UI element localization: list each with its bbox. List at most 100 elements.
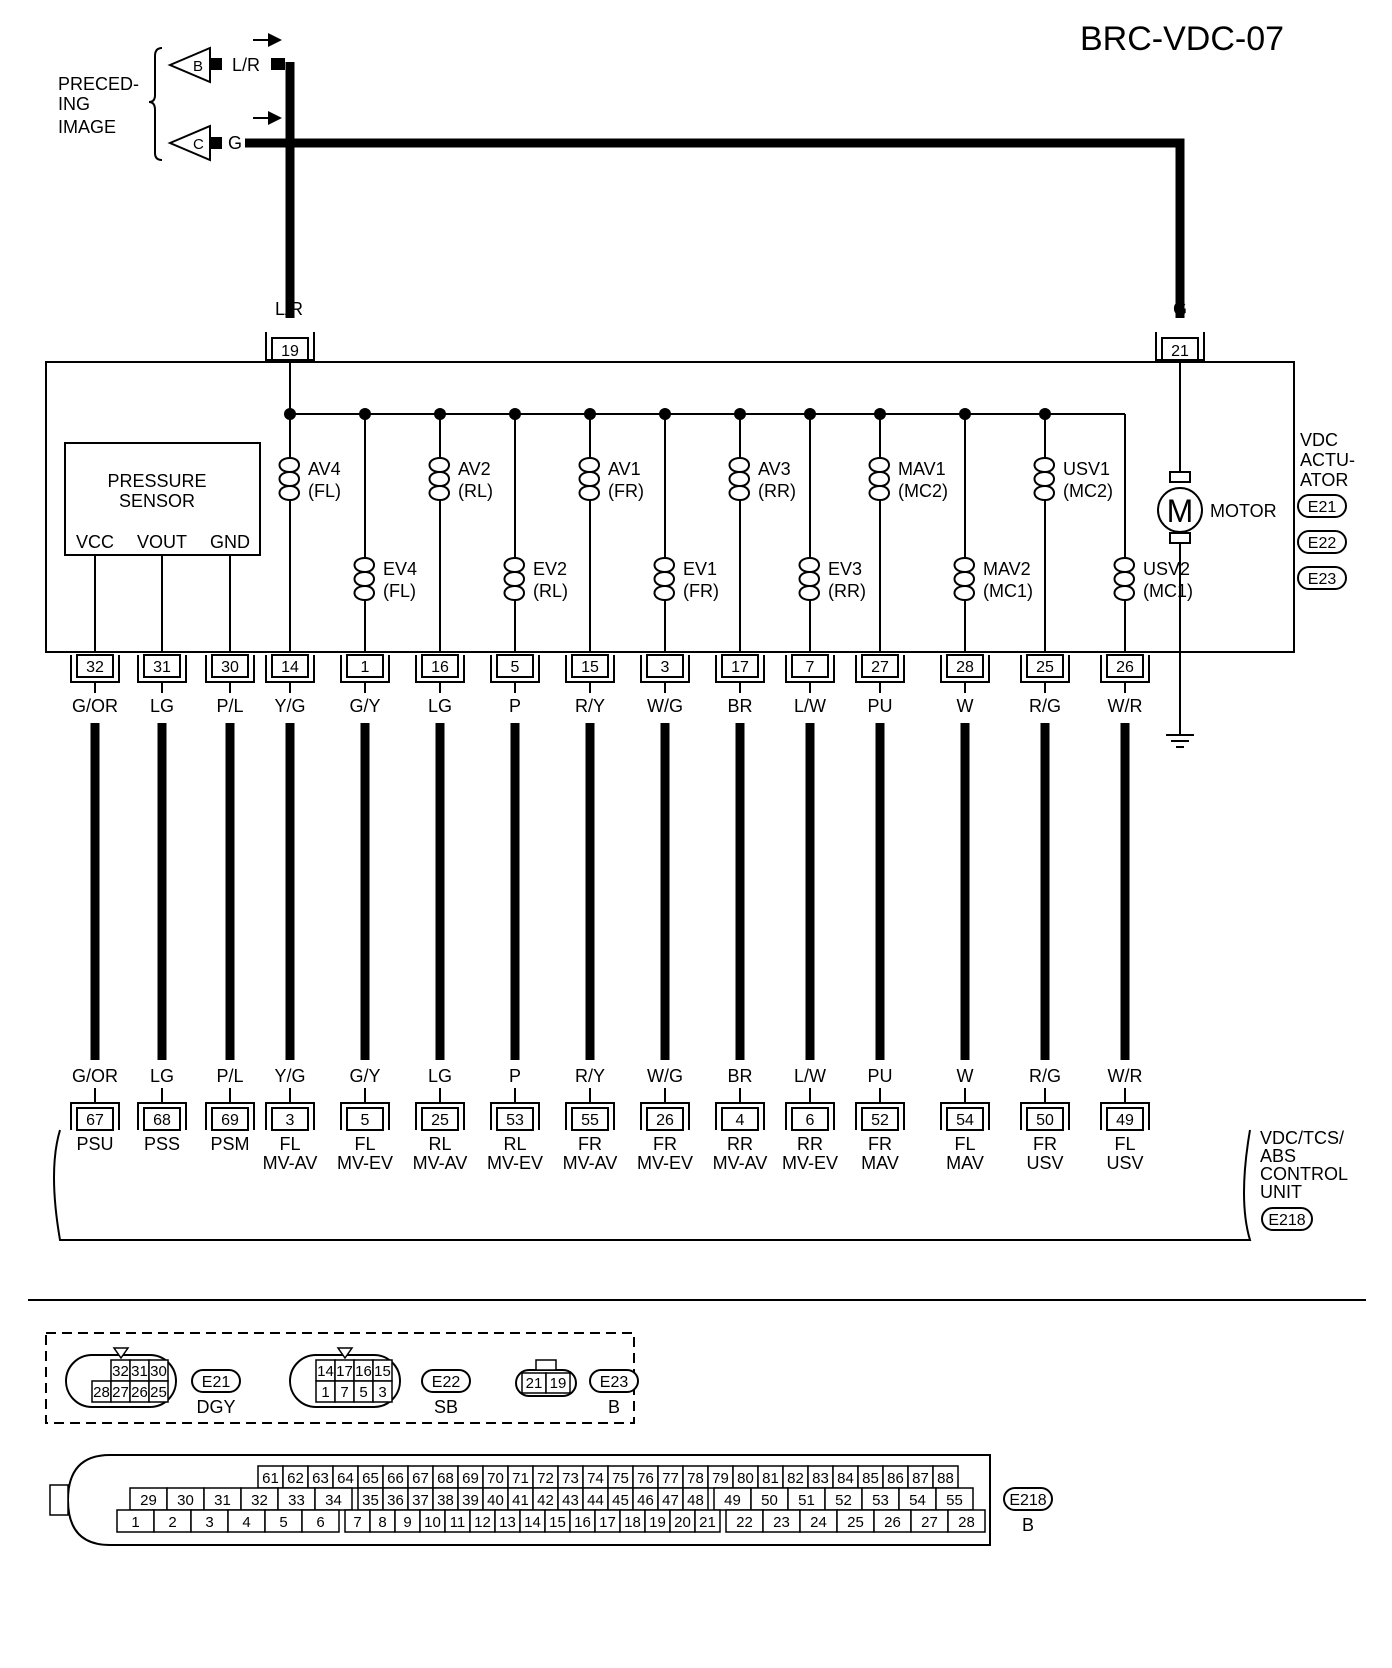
- ecu-pin-label: MV-EV: [487, 1153, 543, 1173]
- ecu-pin-housing: [940, 1102, 990, 1130]
- svg-text:VCC: VCC: [76, 532, 114, 552]
- svg-text:PRESSURE: PRESSURE: [107, 471, 206, 491]
- motor: M MOTOR: [1157, 360, 1277, 748]
- e218-row1-num: 76: [637, 1470, 654, 1487]
- e218-row3-num: 27: [921, 1514, 938, 1531]
- e218-row2-num: 36: [387, 1492, 404, 1509]
- e22-face-bottom-num: 5: [359, 1384, 367, 1401]
- coil-name: USV2: [1143, 559, 1190, 579]
- actuator-pin-box: [346, 654, 384, 678]
- e218-row3-num: 10: [424, 1514, 441, 1531]
- actuator-pin-box: [721, 654, 759, 678]
- ecu-pin-label: MV-EV: [337, 1153, 393, 1173]
- e218-row3-num: 16: [574, 1514, 591, 1531]
- e218-row1-num: 61: [262, 1470, 279, 1487]
- e21-face-bottom-cell: [148, 1380, 169, 1403]
- actuator-pin-number: 7: [806, 659, 815, 676]
- ecu-pin-housing: [855, 1102, 905, 1130]
- e23-id: E23: [600, 1374, 629, 1391]
- e218-row2-num: 47: [662, 1492, 679, 1509]
- e218-color: B: [1022, 1515, 1034, 1535]
- e218-row3-cell: [694, 1509, 721, 1533]
- e22-id: E22: [432, 1374, 461, 1391]
- wire-g-top: [245, 138, 1185, 318]
- wire-color-lower: R/G: [1029, 1066, 1061, 1086]
- e218-row1-num: 79: [712, 1470, 729, 1487]
- ecu-pin-number: 4: [736, 1112, 745, 1129]
- svg-text:VOUT: VOUT: [137, 532, 187, 552]
- ecu-pin-housing: [565, 1102, 615, 1130]
- ecu-pin-box: [271, 1107, 309, 1131]
- wire-color-lower: G/OR: [72, 1066, 118, 1086]
- svg-text:ATOR: ATOR: [1300, 470, 1348, 490]
- e218-row2-num: 43: [562, 1492, 579, 1509]
- wire-color-lower: W/R: [1108, 1066, 1143, 1086]
- preceding-brace: [148, 47, 163, 161]
- wire-color-upper: P/L: [216, 696, 243, 716]
- e218-row3-cell: [947, 1509, 986, 1533]
- svg-text:19: 19: [281, 343, 299, 360]
- ecu-pin-number: 69: [221, 1112, 239, 1129]
- e23-key: [535, 1359, 557, 1371]
- ecu-pin-label: MV-AV: [263, 1153, 318, 1173]
- wire-lr-top-label: L/R: [275, 299, 303, 319]
- coil-sub: (RR): [828, 581, 866, 601]
- solenoid-coil-ev1: [653, 557, 675, 601]
- e218-row3-num: 15: [549, 1514, 566, 1531]
- ecu-pin-number: 52: [871, 1112, 889, 1129]
- ecu-pin-number: 68: [153, 1112, 171, 1129]
- svg-text:E23: E23: [1308, 571, 1337, 588]
- e218-row2-num: 35: [362, 1492, 379, 1509]
- wire-color-upper: R/G: [1029, 696, 1061, 716]
- e22-face-bottom-num: 1: [321, 1384, 329, 1401]
- wire-color-upper: W: [957, 696, 974, 716]
- actuator-pin-number: 31: [153, 659, 171, 676]
- ecu-pin-label: MV-AV: [713, 1153, 768, 1173]
- actuator-pin-box: [791, 654, 829, 678]
- ecu-pin-number: 3: [286, 1112, 295, 1129]
- coil-name: AV3: [758, 459, 791, 479]
- e21-tag: [191, 1369, 241, 1393]
- wire-color-upper: R/Y: [575, 696, 605, 716]
- e218-row3-num: 17: [599, 1514, 616, 1531]
- pin-21-connector: 21: [1155, 332, 1205, 361]
- e218-row3-num: 22: [736, 1514, 753, 1531]
- solenoid-coil-av1: [578, 457, 600, 501]
- svg-text:GND: GND: [210, 532, 250, 552]
- connector-c-plug: [210, 137, 222, 149]
- actuator-pin-box: [1106, 654, 1144, 678]
- ecu-pin-box: [571, 1107, 609, 1131]
- e218-row1-num: 68: [437, 1470, 454, 1487]
- e218-row2-num: 46: [637, 1492, 654, 1509]
- svg-text:M: M: [1167, 493, 1194, 529]
- e218-row3-num: 1: [131, 1514, 139, 1531]
- ecu-pin-housing: [205, 1102, 255, 1130]
- e21-face-bottom-num: 26: [131, 1384, 148, 1401]
- e21-color: DGY: [196, 1397, 235, 1417]
- solenoid-bus: AV4(FL)AV2(RL)AV1(FR)AV3(RR)MAV1(MC2)USV…: [94, 360, 1193, 653]
- ecu-pin-box: [861, 1107, 899, 1131]
- coil-name: EV4: [383, 559, 417, 579]
- ecu-pin-label: FL: [1114, 1134, 1135, 1154]
- coil-sub: (MC2): [898, 481, 948, 501]
- coil-sub: (FR): [683, 581, 719, 601]
- e218-row3-num: 4: [242, 1514, 250, 1531]
- ecu-pin-label: MAV: [861, 1153, 899, 1173]
- wire-color-lower: L/W: [794, 1066, 826, 1086]
- e218-row2-num: 50: [761, 1492, 778, 1509]
- actuator-pin-number: 28: [956, 659, 974, 676]
- e218-row2-num: 29: [140, 1492, 157, 1509]
- coil-name: AV2: [458, 459, 491, 479]
- solenoid-coil-usv1: [1033, 457, 1055, 501]
- e23-cell: [545, 1372, 571, 1394]
- coil-name: AV4: [308, 459, 341, 479]
- e218-row1-num: 75: [612, 1470, 629, 1487]
- ecu-pin-box: [421, 1107, 459, 1131]
- e218-row2-num: 30: [177, 1492, 194, 1509]
- coil-name: EV2: [533, 559, 567, 579]
